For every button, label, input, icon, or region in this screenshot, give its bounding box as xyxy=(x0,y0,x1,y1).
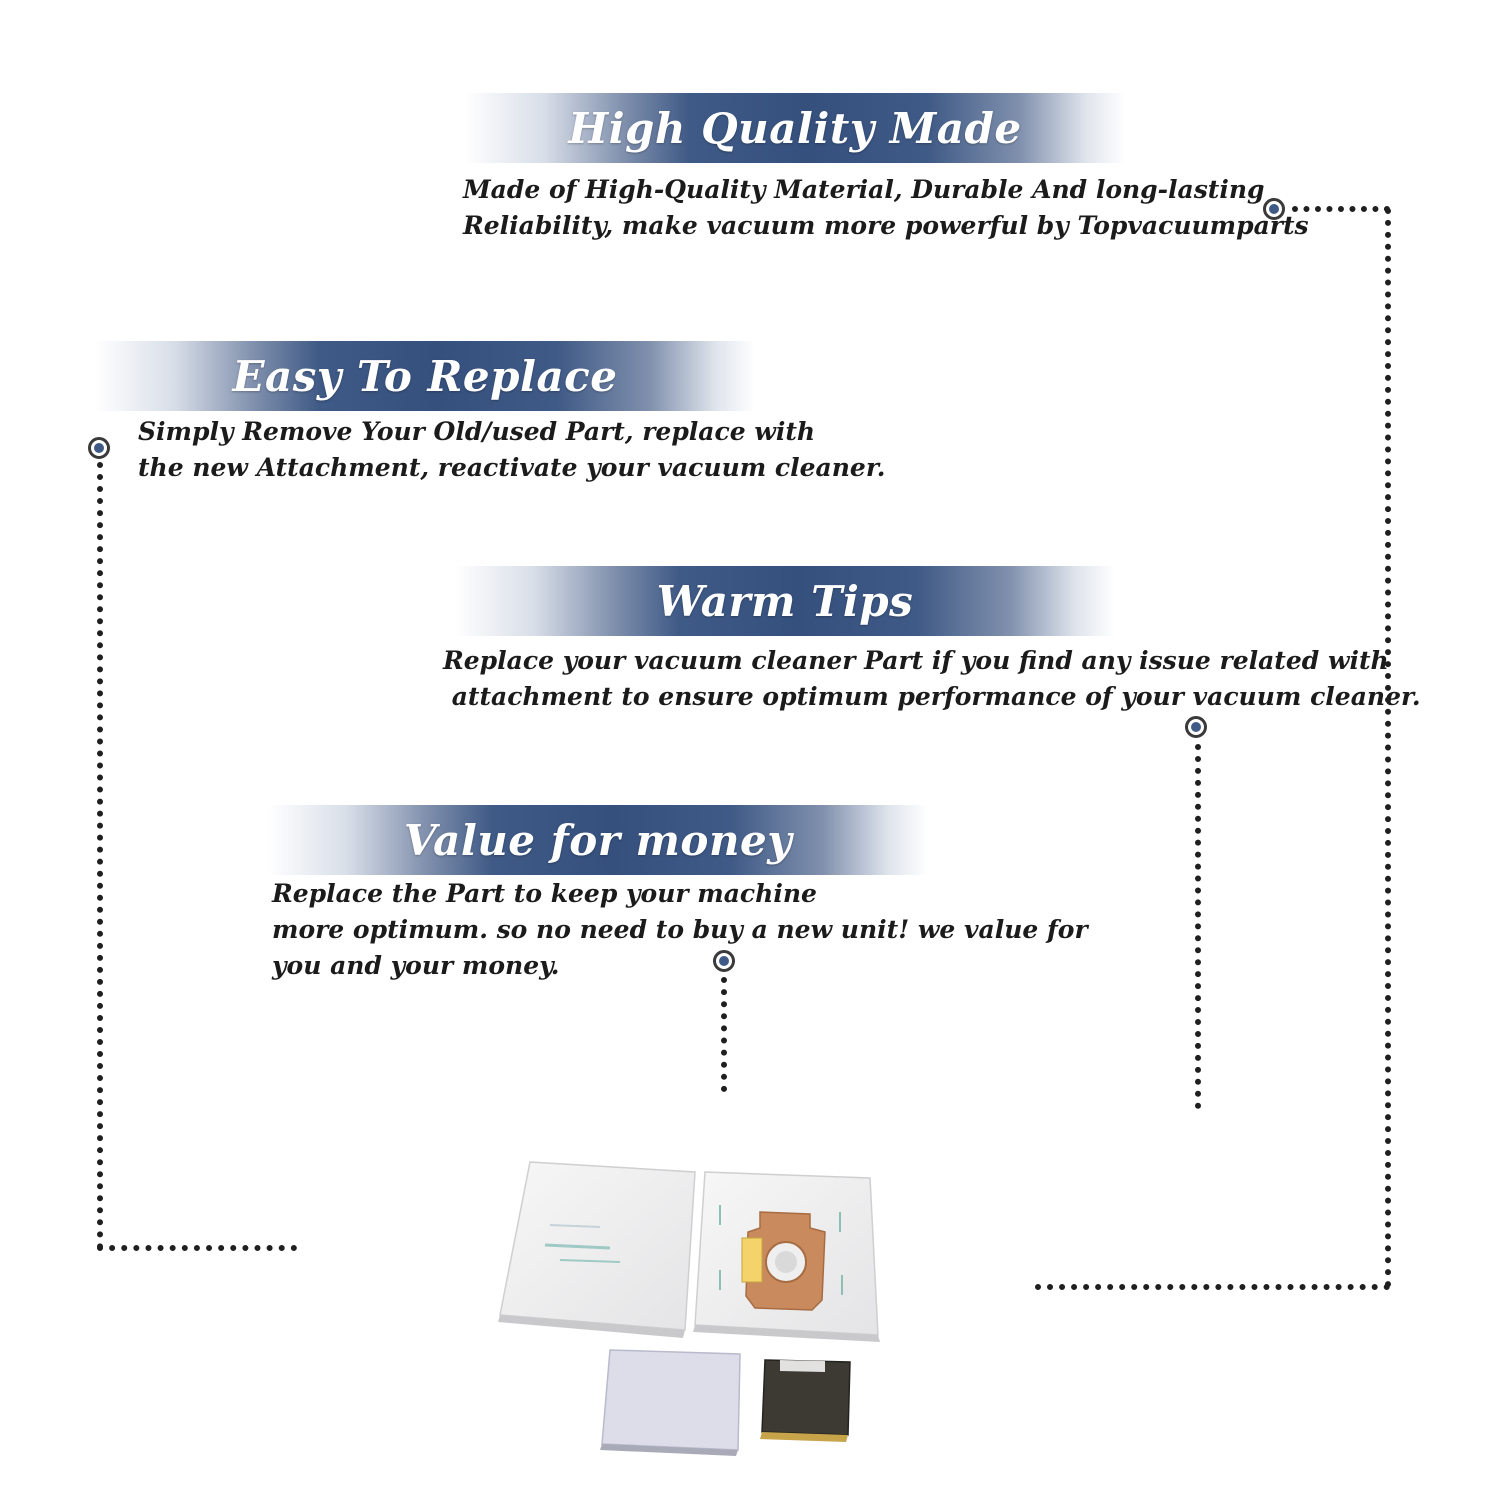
carbon-filter xyxy=(760,1359,851,1442)
description-line: you and your money. xyxy=(272,951,560,980)
dust-bag-front xyxy=(498,1161,696,1338)
connector-warm-tips-vertical xyxy=(1195,744,1207,1109)
connector-bottom-left-horizontal xyxy=(97,1245,297,1257)
dust-bag-back xyxy=(693,1171,880,1342)
filter-pad xyxy=(600,1349,741,1456)
marker-high-quality-made xyxy=(1263,198,1285,220)
description-warm-tips: Replace your vacuum cleaner Part if you … xyxy=(443,643,1421,715)
marker-value-for-money xyxy=(713,950,735,972)
connector-top-right-horizontal xyxy=(1292,206,1390,218)
banner-warm-tips: Warm Tips xyxy=(455,566,1115,636)
banner-value-for-money: Value for money xyxy=(268,805,928,875)
marker-warm-tips xyxy=(1185,716,1207,738)
description-line: more optimum. so no need to buy a new un… xyxy=(272,915,1088,944)
description-easy-to-replace: Simply Remove Your Old/used Part, replac… xyxy=(138,414,885,486)
banner-high-quality-made: High Quality Made xyxy=(465,93,1125,163)
description-line: Replace the Part to keep your machine xyxy=(272,879,817,908)
description-line: Simply Remove Your Old/used Part, replac… xyxy=(138,417,816,446)
connector-bottom-right-horizontal xyxy=(1035,1284,1390,1296)
product-image xyxy=(498,1161,880,1456)
description-line: Reliability, make vacuum more powerful b… xyxy=(463,211,1309,240)
description-line: Replace your vacuum cleaner Part if you … xyxy=(443,646,1389,675)
heading-easy-to-replace: Easy To Replace xyxy=(232,351,618,401)
banner-easy-to-replace: Easy To Replace xyxy=(95,341,755,411)
heading-value-for-money: Value for money xyxy=(403,815,793,865)
description-value-for-money: Replace the Part to keep your machine mo… xyxy=(272,876,1088,984)
description-line: the new Attachment, reactivate your vacu… xyxy=(138,453,886,482)
description-high-quality-made: Made of High-Quality Material, Durable A… xyxy=(463,172,1309,244)
connector-value-vertical xyxy=(721,977,733,1092)
description-line: attachment to ensure optimum performance… xyxy=(443,682,1421,711)
marker-easy-to-replace xyxy=(88,437,110,459)
heading-high-quality-made: High Quality Made xyxy=(568,103,1022,153)
description-line: Made of High-Quality Material, Durable A… xyxy=(463,175,1265,204)
heading-warm-tips: Warm Tips xyxy=(656,576,914,626)
connector-right-vertical xyxy=(1385,208,1397,1288)
connector-left-vertical xyxy=(97,462,109,1250)
